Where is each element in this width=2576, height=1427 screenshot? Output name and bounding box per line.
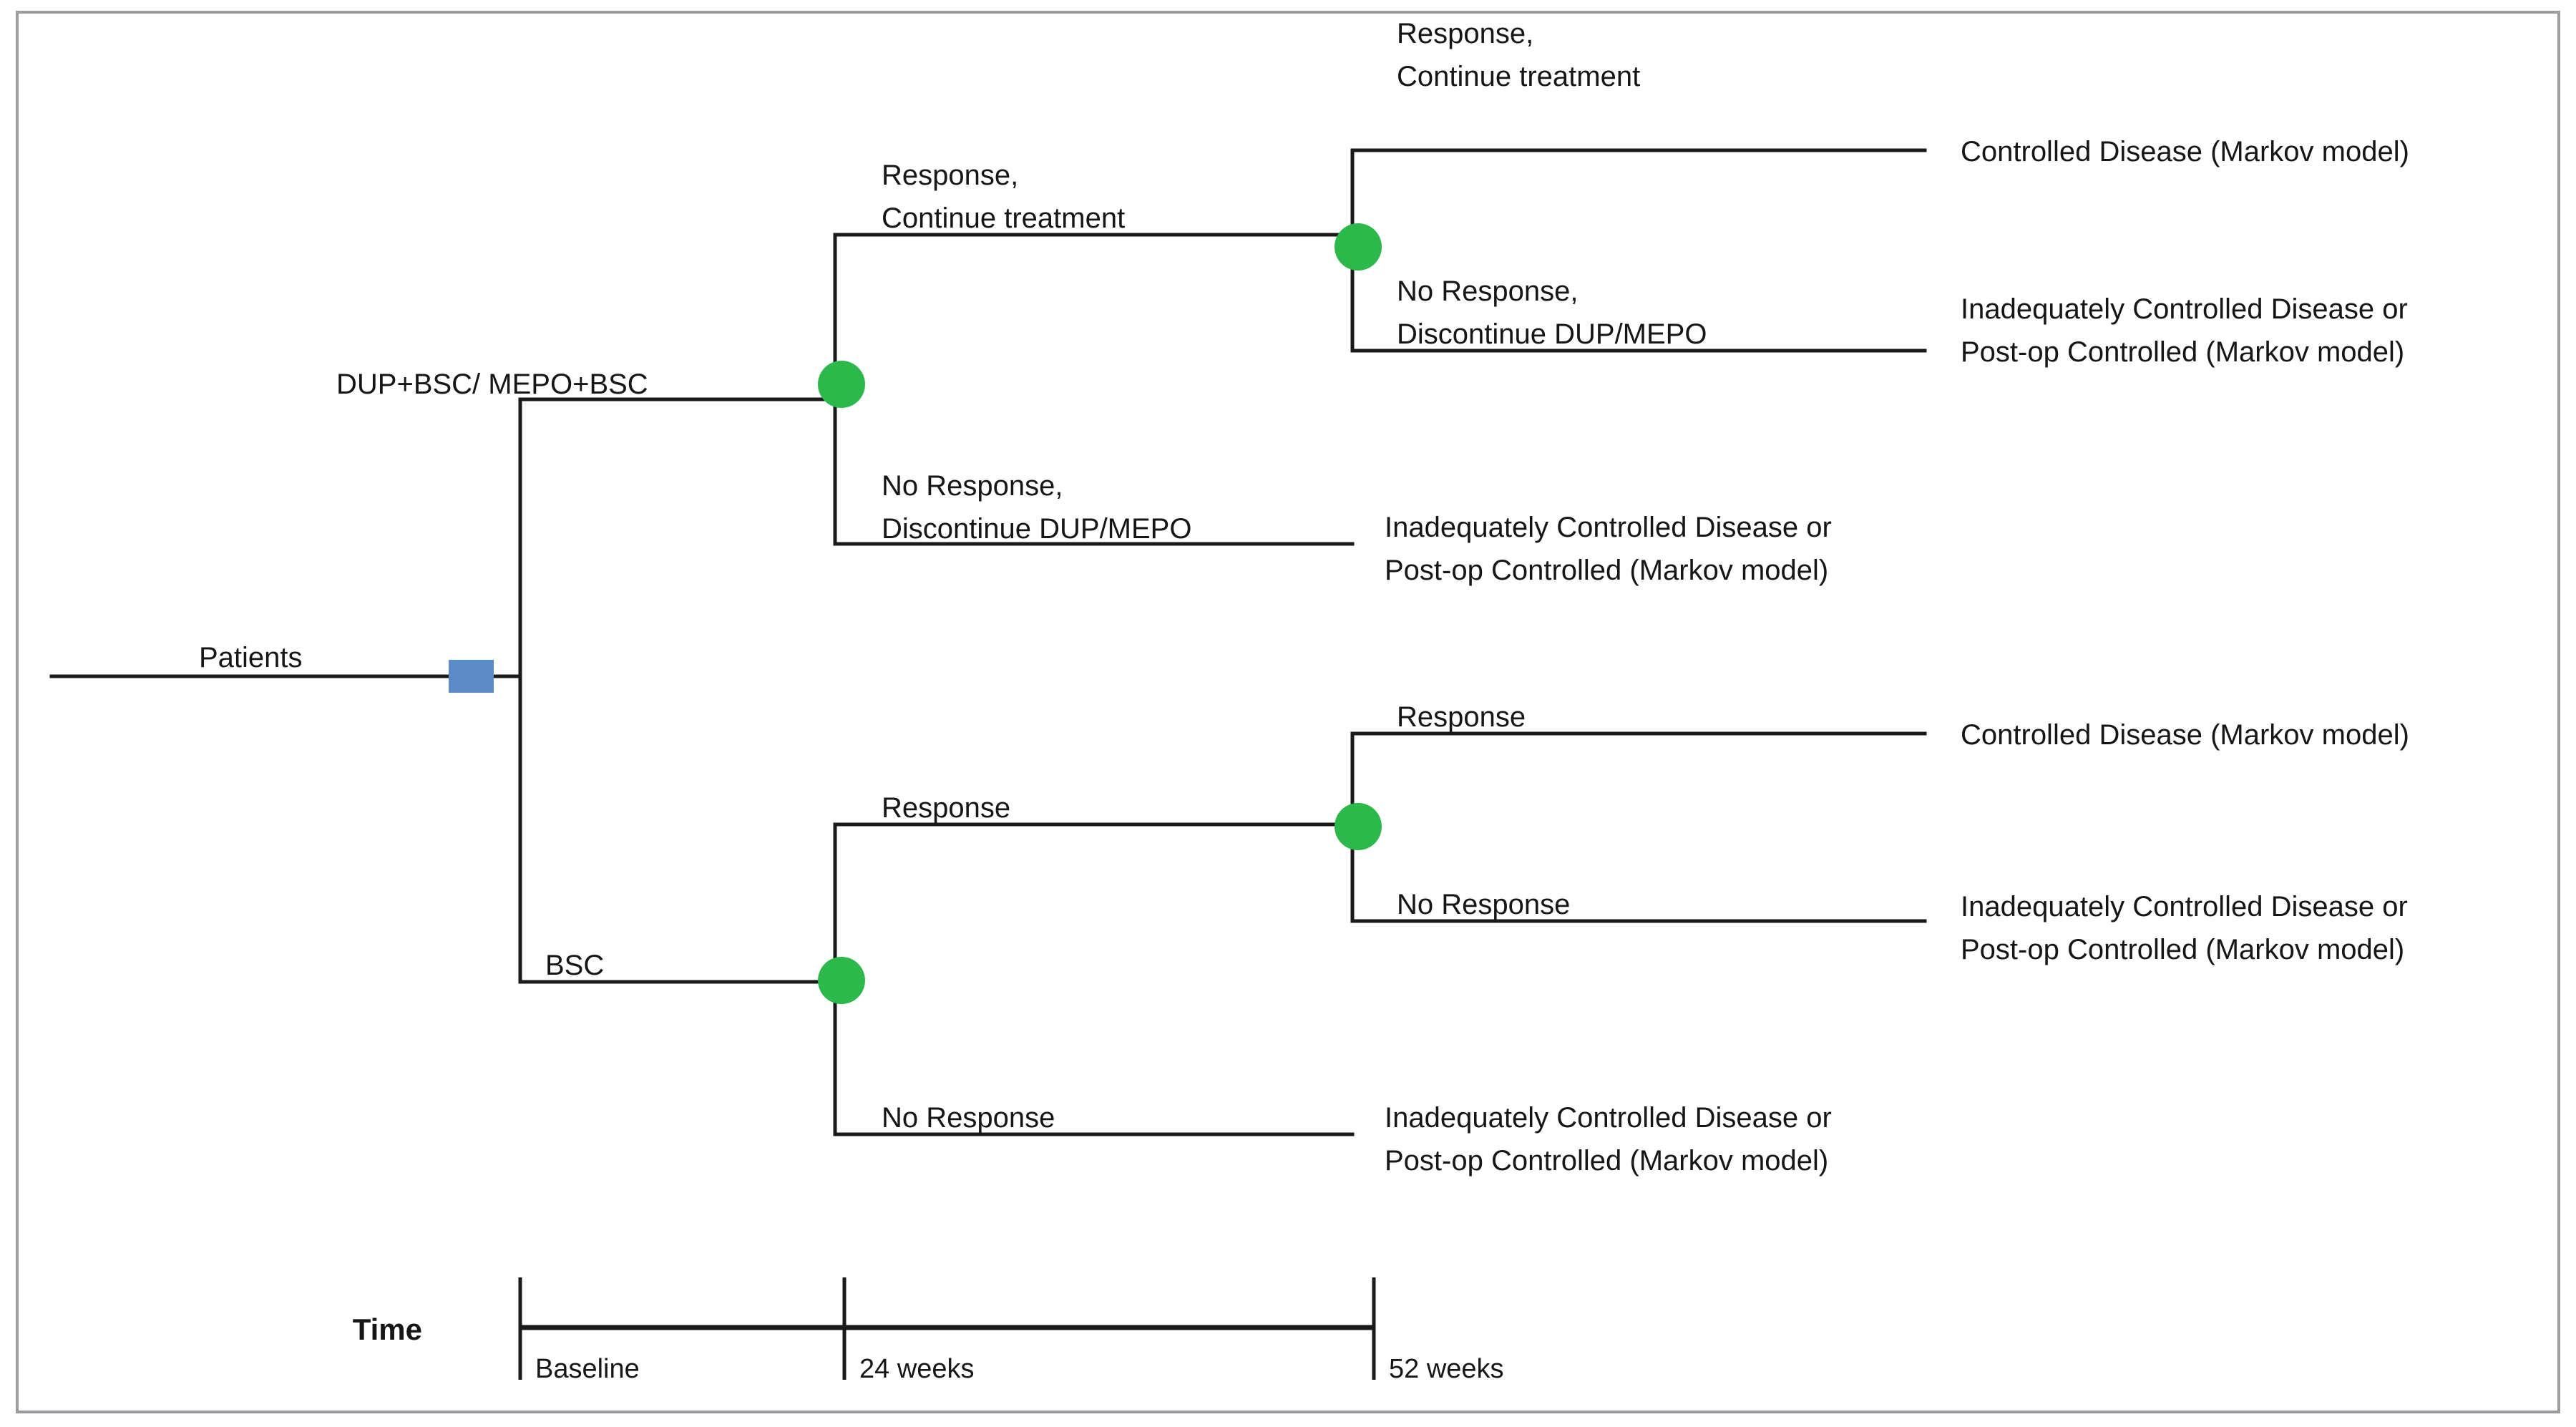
decision-node-square[interactable]	[449, 660, 494, 693]
timeline: Time Baseline 24 weeks 52 weeks	[353, 1277, 1504, 1384]
arm2-response-label: Response	[882, 792, 1010, 824]
root-label: Patients	[199, 642, 303, 673]
chance-node-arm2-response[interactable]	[1335, 803, 1382, 850]
arm1-response-response-label-line1: Response,	[1397, 18, 1533, 49]
arm1-response-response-label-line2: Continue treatment	[1397, 61, 1640, 92]
arm1-label: DUP+BSC/ MEPO+BSC	[336, 369, 648, 400]
terminal-inadequate-1-line1: Inadequately Controlled Disease or	[1961, 293, 2408, 325]
arm2-noresponse-label: No Response	[882, 1102, 1055, 1134]
terminal-inadequate-2-line2: Post-op Controlled (Markov model)	[1385, 555, 1828, 586]
timeline-tick-label-0: Baseline	[535, 1354, 640, 1384]
terminal-inadequate-3-line1: Inadequately Controlled Disease or	[1961, 891, 2408, 922]
arm1-response-label-line1: Response,	[882, 160, 1018, 191]
arm1-noresponse-label-line1: No Response,	[882, 470, 1063, 502]
terminal-inadequate-4-line2: Post-op Controlled (Markov model)	[1385, 1145, 1828, 1177]
figure-border	[16, 11, 2560, 1413]
chance-node-arm2[interactable]	[818, 957, 865, 1004]
terminal-inadequate-4-line1: Inadequately Controlled Disease or	[1385, 1102, 1832, 1134]
terminal-controlled-2: Controlled Disease (Markov model)	[1961, 719, 2409, 751]
timeline-title: Time	[353, 1312, 422, 1346]
chance-node-arm1[interactable]	[818, 361, 865, 408]
timeline-tick-label-2: 52 weeks	[1389, 1354, 1504, 1384]
arm1-response-noresponse-label-line1: No Response,	[1397, 276, 1578, 307]
terminal-controlled-1: Controlled Disease (Markov model)	[1961, 136, 2409, 167]
terminal-inadequate-2-line1: Inadequately Controlled Disease or	[1385, 512, 1832, 543]
terminal-inadequate-3-line2: Post-op Controlled (Markov model)	[1961, 934, 2404, 965]
arm1-noresponse-label-line2: Discontinue DUP/MEPO	[882, 513, 1191, 545]
timeline-tick-label-1: 24 weeks	[859, 1354, 975, 1384]
arm1-response-noresponse-label-line2: Discontinue DUP/MEPO	[1397, 318, 1707, 350]
terminal-inadequate-1-line2: Post-op Controlled (Markov model)	[1961, 336, 2404, 368]
arm2-label: BSC	[545, 950, 604, 981]
arm2-response-response-label: Response	[1397, 701, 1526, 733]
chance-node-arm1-response[interactable]	[1335, 223, 1382, 271]
arm1-response-label-line2: Continue treatment	[882, 203, 1125, 234]
arm2-response-noresponse-label: No Response	[1397, 889, 1570, 920]
